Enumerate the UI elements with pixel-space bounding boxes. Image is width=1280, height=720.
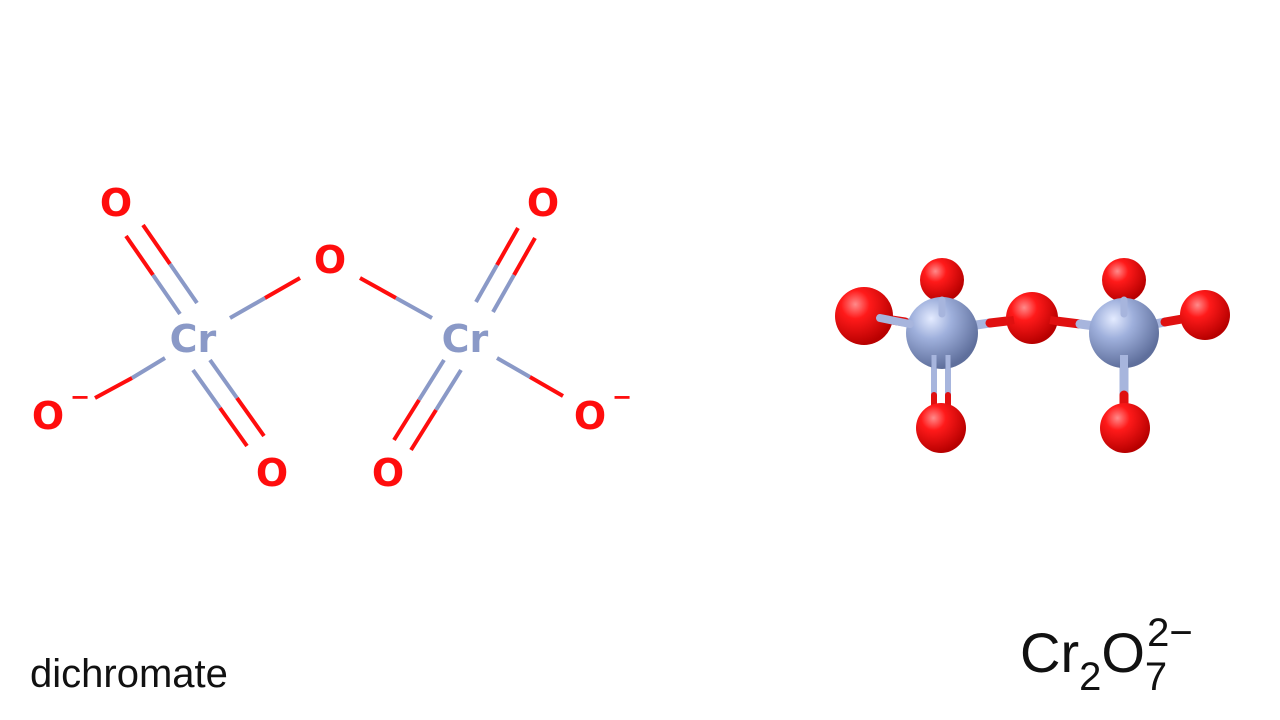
formula-charge: 2− — [1147, 611, 1193, 655]
ball-cr1 — [906, 297, 978, 369]
ball-o2-top — [1102, 258, 1146, 302]
atom-o-bridge: O — [314, 238, 346, 282]
atom-cr1: Cr — [170, 317, 217, 361]
formula-subscript-o: 7 — [1144, 655, 1168, 699]
formula-subscript-cr: 2 — [1079, 655, 1102, 699]
atom-o1-minus: O — [32, 394, 64, 438]
ball-o1-left — [835, 287, 893, 345]
bond-cr1-o-bridge — [229, 276, 301, 320]
bond-cr1-o1-top — [124, 223, 199, 316]
bond-cr2-o2-bottom — [392, 358, 463, 452]
bond-cr2-o2-top — [474, 227, 537, 313]
atom-o2-bottom: O — [372, 451, 404, 495]
charge-o1-minus: − — [70, 383, 90, 411]
ball-cr2 — [1089, 298, 1159, 368]
molecular-formula: Cr2O72− — [1020, 611, 1193, 699]
ball-o2-bottom — [1100, 403, 1150, 453]
formula-element-cr: Cr — [1020, 621, 1080, 684]
atom-o1-bottom: O — [256, 451, 288, 495]
ball-o1-top — [920, 258, 964, 302]
atom-o2-minus: O — [574, 394, 606, 438]
charge-o2-minus: − — [612, 383, 632, 411]
formula-element-o: O — [1101, 621, 1145, 684]
ball-o-bridge — [1006, 292, 1058, 344]
structure-2d — [94, 223, 564, 452]
bond-cr1-o1-bottom — [191, 358, 266, 448]
atom-o1-top: O — [100, 181, 132, 225]
ball-o2-right — [1180, 290, 1230, 340]
model-3d — [835, 258, 1230, 453]
atom-labels: O Cr O − O O Cr O O O − — [32, 181, 632, 495]
bond-o-bridge-cr2 — [359, 276, 433, 320]
atom-cr2: Cr — [442, 317, 489, 361]
atom-o2-top: O — [527, 181, 559, 225]
ball-o1-bottom — [916, 403, 966, 453]
bond-cr1-o1-minus — [94, 356, 167, 400]
molecule-name: dichromate — [30, 652, 228, 696]
bond-cr2-o2-minus — [496, 356, 564, 398]
